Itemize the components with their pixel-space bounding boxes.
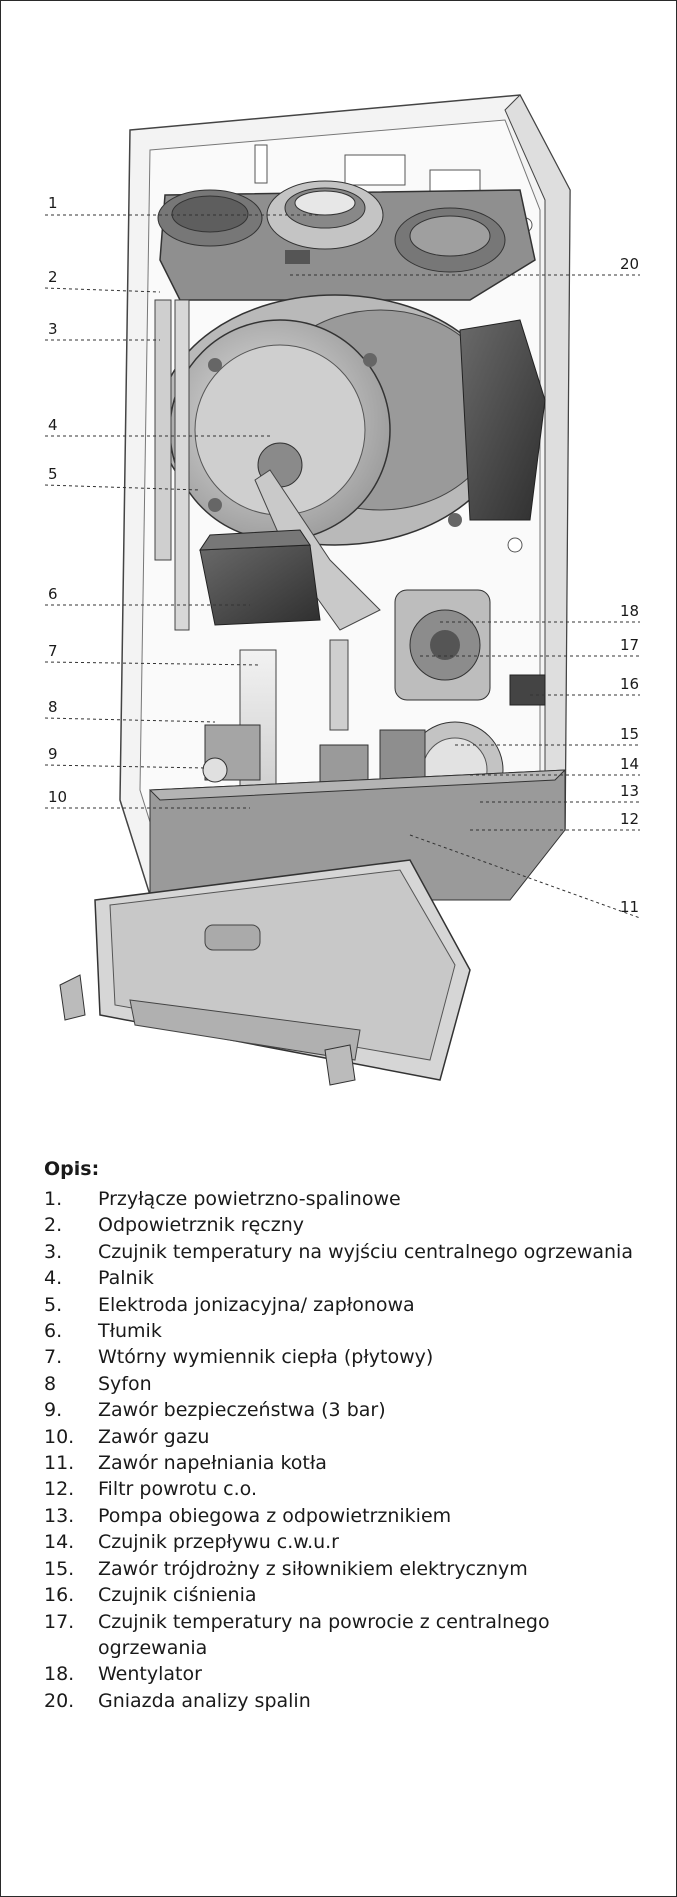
legend-text: Zawór gazu <box>98 1425 210 1448</box>
legend-text: Czujnik temperatury na powrocie z centra… <box>98 1610 550 1659</box>
legend-number: 18. <box>44 1663 75 1686</box>
legend-text: Elektroda jonizacyjna/ zapłonowa <box>98 1293 415 1316</box>
callout-5: 5 <box>48 465 58 483</box>
legend-text: Palnik <box>98 1267 154 1290</box>
legend-number: 15. <box>44 1557 75 1580</box>
legend-text: Gniazda analizy spalin <box>98 1689 311 1712</box>
legend-text: Pompa obiegowa z odpowietrznikiem <box>98 1504 452 1527</box>
legend-number: 5. <box>44 1293 63 1316</box>
callout-14: 14 <box>620 755 640 773</box>
legend-text: Wtórny wymiennik ciepła (płytowy) <box>98 1346 434 1369</box>
boiler-diagram <box>44 94 641 1086</box>
legend-number: 14. <box>44 1531 75 1554</box>
fan <box>394 589 491 701</box>
legend-item: 5. Elektroda jonizacyjna/ zapłonowa <box>44 1292 664 1318</box>
legend-number: 11. <box>44 1452 75 1475</box>
callout-12: 12 <box>620 810 640 828</box>
legend-number: 8 <box>44 1372 57 1395</box>
legend-text: Wentylator <box>98 1663 202 1686</box>
legend-item: 18. Wentylator <box>44 1661 664 1687</box>
legend-item: 9. Zawór bezpieczeństwa (3 bar) <box>44 1397 664 1423</box>
legend: Opis: 1. Przyłącze powietrzno-spalinowe 2… <box>44 1158 664 1714</box>
callout-20: 20 <box>620 255 640 273</box>
legend-number: 20. <box>44 1689 75 1712</box>
legend-number: 9. <box>44 1399 63 1422</box>
legend-text: Czujnik ciśnienia <box>98 1584 257 1607</box>
legend-text: Czujnik przepływu c.w.u.r <box>98 1531 339 1554</box>
legend-number: 13. <box>44 1504 75 1527</box>
legend-text: Odpowietrznik ręczny <box>98 1214 305 1237</box>
callout-3: 3 <box>48 320 58 338</box>
legend-number: 6. <box>44 1320 63 1343</box>
legend-number: 3. <box>44 1240 63 1263</box>
legend-item: 11. Zawór napełniania kotła <box>44 1450 664 1476</box>
base-tray <box>148 769 567 901</box>
legend-item: 7. Wtórny wymiennik ciepła (płytowy) <box>44 1344 664 1370</box>
legend-number: 4. <box>44 1267 63 1290</box>
callout-18: 18 <box>620 602 640 620</box>
legend-number: 7. <box>44 1346 63 1369</box>
legend-item: 8 Syfon <box>44 1371 664 1397</box>
legend-text: Przyłącze powietrzno-spalinowe <box>98 1188 401 1210</box>
legend-item: 17. Czujnik temperatury na powrocie z cen… <box>44 1609 664 1662</box>
callout-2: 2 <box>48 268 58 286</box>
legend-text: Syfon <box>98 1372 152 1395</box>
legend-item: 6. Tłumik <box>44 1318 664 1344</box>
legend-text: Zawór bezpieczeństwa (3 bar) <box>98 1399 386 1422</box>
legend-title: Opis: <box>44 1158 100 1180</box>
legend-item: 2. Odpowietrznik ręczny <box>44 1212 664 1238</box>
callout-8: 8 <box>48 698 58 716</box>
legend-number: 10. <box>44 1425 75 1448</box>
callout-15: 15 <box>620 725 640 743</box>
legend-text: Czujnik temperatury na wyjściu centralne… <box>98 1240 633 1263</box>
callout-13: 13 <box>620 782 640 800</box>
legend-text: Tłumik <box>98 1320 162 1343</box>
callout-leaders <box>44 214 641 919</box>
callout-17: 17 <box>620 636 640 654</box>
callout-1: 1 <box>48 194 58 212</box>
callout-10: 10 <box>48 788 68 806</box>
legend-text: Filtr powrotu c.o. <box>98 1478 257 1501</box>
callout-11: 11 <box>620 898 640 916</box>
legend-item: 13. Pompa obiegowa z odpowietrznikiem <box>44 1503 664 1529</box>
callout-16: 16 <box>620 675 640 693</box>
legend-number: 2. <box>44 1214 63 1237</box>
legend-item: 10. Zawór gazu <box>44 1424 664 1450</box>
legend-item: 1. Przyłącze powietrzno-spalinowe <box>44 1186 664 1212</box>
callout-6: 6 <box>48 585 58 603</box>
legend-text: Zawór trójdrożny z siłownikiem elektrycz… <box>98 1557 528 1580</box>
callout-7: 7 <box>48 642 58 660</box>
heat-exchanger <box>159 294 546 631</box>
legend-item: 16. Czujnik ciśnienia <box>44 1582 664 1608</box>
legend-number: 16. <box>44 1584 75 1607</box>
legend-text: Zawór napełniania kotła <box>98 1452 327 1475</box>
legend-item: 15. Zawór trójdrożny z siłownikiem elektr… <box>44 1556 664 1582</box>
legend-item: 3. Czujnik temperatury na wyjściu central… <box>44 1239 664 1265</box>
callout-4: 4 <box>48 416 58 434</box>
legend-item: 14. Czujnik przepływu c.w.u.r <box>44 1529 664 1555</box>
legend-number: 17. <box>44 1610 75 1633</box>
legend-item: 4. Palnik <box>44 1265 664 1291</box>
legend-item: 12. Filtr powrotu c.o. <box>44 1476 664 1502</box>
control-panel <box>59 859 471 1086</box>
legend-item: 20. Gniazda analizy spalin <box>44 1688 664 1714</box>
legend-number: 1. <box>44 1188 63 1210</box>
flue-connection-plate <box>157 180 536 301</box>
callout-9: 9 <box>48 745 58 763</box>
legend-number: 12. <box>44 1478 75 1501</box>
silencer <box>199 529 321 626</box>
